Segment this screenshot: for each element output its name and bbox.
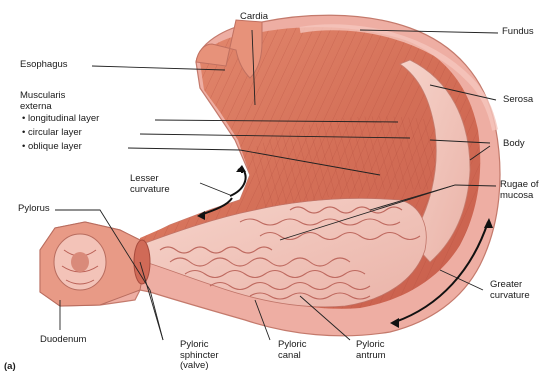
label-oblique-layer: • oblique layer bbox=[22, 142, 82, 153]
label-rugae-of-mucosa: Rugae of mucosa bbox=[500, 180, 539, 201]
label-lesser-curvature: Lesser curvature bbox=[130, 174, 170, 195]
label-pyloric-canal: Pyloric canal bbox=[278, 340, 307, 361]
label-greater-curvature: Greater curvature bbox=[490, 280, 530, 301]
label-esophagus: Esophagus bbox=[20, 60, 68, 71]
label-pyloric-antrum: Pyloric antrum bbox=[356, 340, 386, 361]
label-body: Body bbox=[503, 139, 525, 150]
label-muscularis-externa: Muscularis externa bbox=[20, 91, 65, 112]
label-circular-layer: • circular layer bbox=[22, 128, 82, 139]
label-cardia: Cardia bbox=[240, 12, 268, 23]
label-panel-letter: (a) bbox=[4, 362, 16, 373]
label-duodenum: Duodenum bbox=[40, 335, 86, 346]
label-pyloric-sphincter: Pyloric sphincter (valve) bbox=[180, 340, 219, 372]
label-longitudinal-layer: • longitudinal layer bbox=[22, 114, 99, 125]
label-serosa: Serosa bbox=[503, 95, 533, 106]
label-pylorus: Pylorus bbox=[18, 204, 50, 215]
label-fundus: Fundus bbox=[502, 27, 534, 38]
